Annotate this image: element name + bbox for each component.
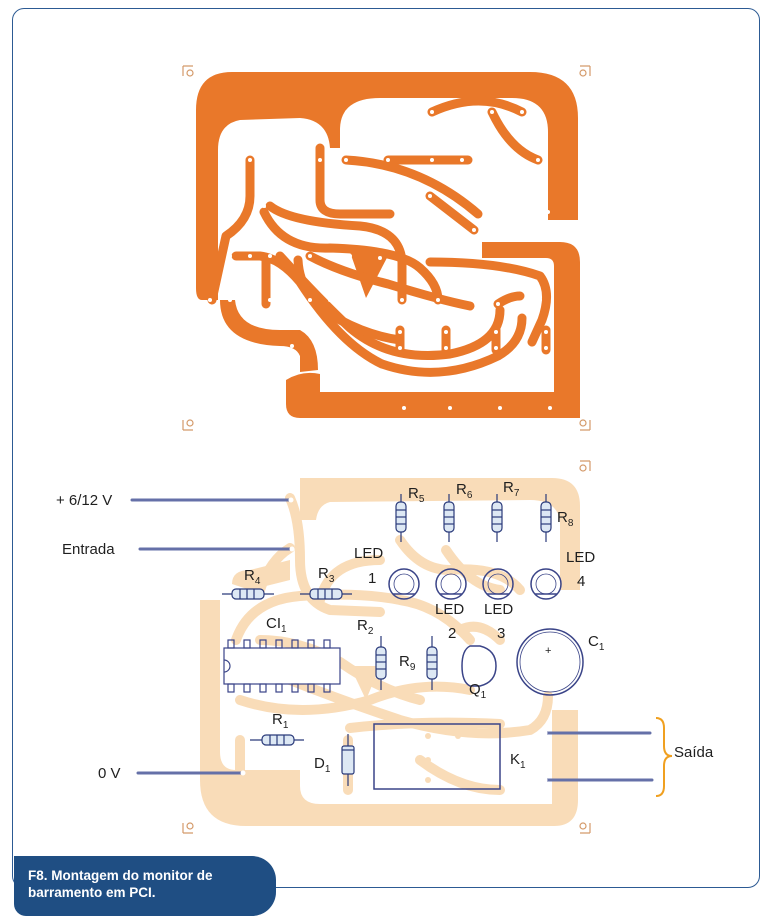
led-2-number: 2 [448, 625, 456, 642]
caption-line-2: barramento em PCI. [28, 885, 156, 900]
transistor-q1-body [461, 645, 497, 687]
q1-label: Q1 [469, 681, 487, 701]
component-labels: + 6/12 V Entrada 0 V Saída R5 R6 R7 R8 L… [56, 479, 714, 782]
pcb-copper-layout [182, 65, 591, 431]
led-3-number: 3 [497, 625, 505, 642]
led-2-body [435, 568, 467, 600]
faded-copper-traces [231, 493, 553, 795]
wire-solder-points [240, 497, 548, 783]
r5-label: R5 [408, 485, 425, 505]
led-2-label: LED [435, 601, 464, 618]
r9-label: R9 [399, 653, 416, 673]
supply-label: + 6/12 V [56, 492, 112, 509]
registration-marks-bottom [182, 460, 591, 834]
resistor-r1-body [250, 734, 304, 746]
c1-label: C1 [588, 633, 605, 653]
capacitor-c1-body [516, 628, 584, 696]
diode-d1-body [341, 734, 355, 786]
r2-label: R2 [357, 617, 374, 637]
led-1-label: LED [354, 545, 383, 562]
r7-label: R7 [503, 479, 520, 499]
resistors-vertical-top [395, 494, 552, 542]
resistor-r8-body [540, 494, 552, 542]
leds [388, 568, 562, 600]
r3-label: R3 [318, 565, 335, 585]
led-1-body [388, 568, 420, 600]
resistors-vertical-middle [375, 636, 438, 690]
caption-line-1: F8. Montagem do monitor de [28, 868, 213, 883]
ic-ci1-body [223, 639, 341, 693]
resistor-r5-body [395, 494, 407, 542]
component-placement-layout: + 6/12 V Entrada 0 V Saída R5 R6 R7 R8 L… [56, 460, 714, 834]
r8-label: R8 [557, 509, 574, 529]
drill-holes [208, 110, 552, 410]
led-4-body [530, 568, 562, 600]
resistor-r3-body [300, 588, 352, 600]
figure-frame [12, 8, 760, 888]
copper-traces [207, 96, 551, 377]
output-bracket [655, 717, 673, 797]
external-wires [130, 498, 654, 782]
d1-label: D1 [314, 755, 331, 775]
resistor-r2-body [375, 636, 387, 690]
resistor-r4-body [222, 588, 274, 600]
resistor-r7-body [491, 494, 503, 542]
led-3-body [482, 568, 514, 600]
relay-k1-body [373, 723, 501, 790]
resistors-horizontal [222, 588, 352, 746]
led-1-number: 1 [368, 570, 376, 587]
k1-label: K1 [510, 751, 526, 771]
ground-label: 0 V [98, 765, 121, 782]
c1-polarity-mark: + [545, 645, 551, 657]
figure-caption: F8. Montagem do monitor de barramento em… [14, 856, 276, 916]
resistor-r9-body [426, 636, 438, 690]
r4-label: R4 [244, 567, 261, 587]
registration-marks-top [182, 65, 591, 431]
r1-label: R1 [272, 711, 289, 731]
output-label: Saída [674, 744, 714, 761]
resistor-r6-body [443, 494, 455, 542]
led-3-label: LED [484, 601, 513, 618]
input-label: Entrada [62, 541, 115, 558]
led-4-number: 4 [577, 573, 585, 590]
r6-label: R6 [456, 481, 473, 501]
led-4-label: LED [566, 549, 595, 566]
ci1-label: CI1 [266, 615, 287, 635]
